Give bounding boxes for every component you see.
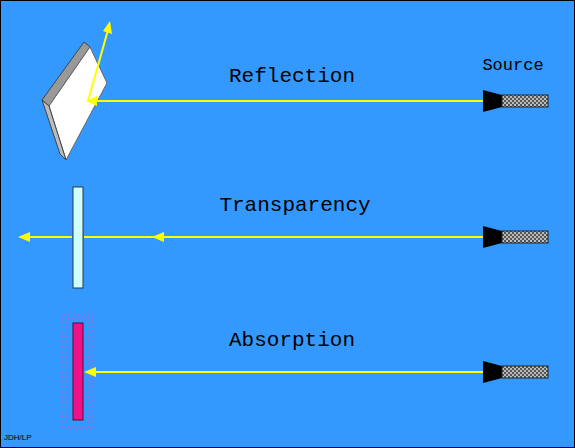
- flashlight-body: [502, 231, 548, 243]
- source-label: Source: [482, 57, 543, 74]
- absorber-plate: [73, 323, 83, 420]
- arrowhead: [18, 232, 30, 242]
- flashlight: [483, 226, 548, 248]
- reflected-ray: [88, 30, 108, 101]
- flashlight-head: [483, 90, 502, 112]
- transparent-plate: [73, 187, 83, 288]
- arrowhead: [152, 232, 164, 242]
- flashlight-head: [483, 361, 502, 383]
- incident-ray: [90, 100, 483, 102]
- absorbed-beam: [84, 367, 483, 377]
- arrowhead: [84, 367, 96, 377]
- arrowhead: [86, 96, 97, 106]
- transmitted-ray: [26, 236, 72, 238]
- flashlight-body: [502, 366, 548, 378]
- reflected-beam: [86, 21, 483, 106]
- mirror-side: [42, 100, 66, 160]
- transmitted-beam: [18, 232, 483, 242]
- flashlight-body: [502, 95, 548, 107]
- flashlight: [483, 90, 548, 112]
- flashlight-head: [483, 226, 502, 248]
- process-label: Transparency: [219, 195, 370, 216]
- incident-ray: [90, 371, 483, 373]
- process-label: Reflection: [229, 66, 355, 87]
- incident-ray: [84, 236, 483, 238]
- arrowhead: [103, 21, 112, 34]
- credit-label: JDH/LP: [4, 434, 32, 442]
- flashlight: [483, 361, 548, 383]
- process-label: Absorption: [229, 330, 355, 351]
